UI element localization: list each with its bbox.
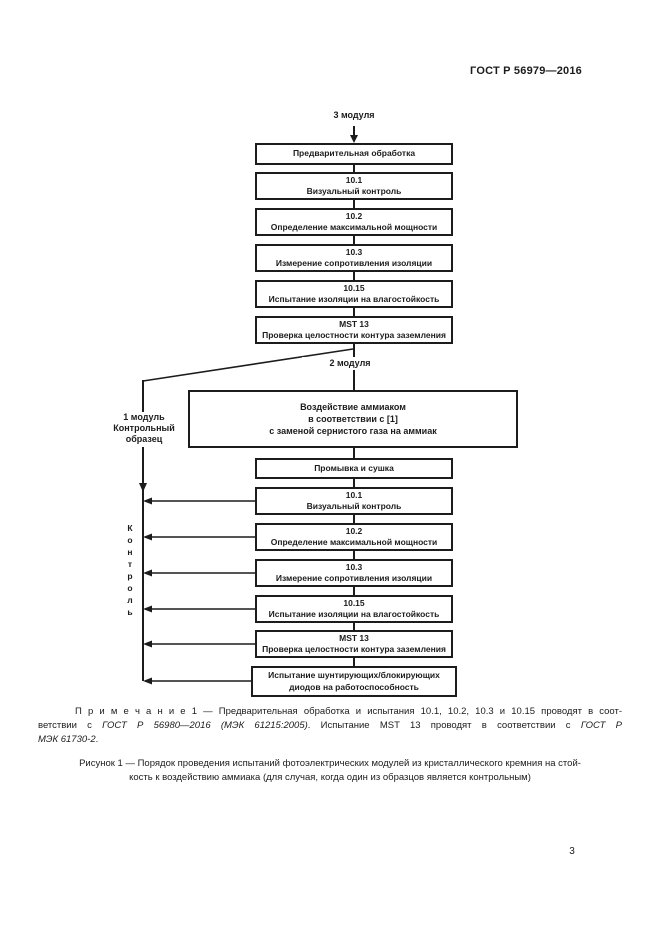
step2-10-15-wet-leakage: 10.15 Испытание изоляции на влагостойкос… (255, 595, 453, 623)
step-code: 10.1 (345, 174, 363, 185)
exposure-line3: с заменой сернистого газа на аммиак (269, 426, 437, 436)
label-three-modules: 3 модуля (300, 110, 408, 121)
left-arrowhead (143, 640, 152, 648)
left-arrowhead (143, 605, 152, 613)
label-control-vertical: К о н т р о л ь (123, 522, 137, 618)
label-control-sample-line3: образец (125, 434, 163, 444)
note-ref-iec-61730: МЭК 61730-2 (38, 734, 96, 745)
ammonia-exposure-box: Воздействие аммиаком в соответствии с [1… (188, 390, 518, 448)
step-code: 10.15 (343, 282, 365, 293)
label-two-modules: 2 модуля (302, 357, 398, 370)
step2-mst13-ground-continuity: MST 13 Проверка целостности контура зазе… (255, 630, 453, 658)
note-line2: ветствии с ГОСТ Р 56980—2016 (МЭК 61215:… (38, 719, 622, 733)
step-label2: диодов на работоспособность (289, 681, 419, 692)
step-code: MST 13 (339, 318, 369, 329)
step-label: Предварительная обработка (292, 148, 416, 159)
step2-10-1-visual-control: 10.1 Визуальный контроль (255, 487, 453, 515)
step-code: MST 13 (339, 632, 369, 643)
step-label: Визуальный контроль (306, 186, 402, 196)
figure-caption-line2: кость к воздействию аммиака (для случая,… (129, 772, 531, 783)
connector-lines (142, 126, 355, 682)
exposure-line2: в соответствии с [1] (308, 414, 398, 424)
step-label: Измерение сопротивления изоляции (275, 258, 433, 268)
step-label: Испытание шунтирующих/блокирующих (268, 670, 440, 680)
note-line3: МЭК 61730-2. (38, 733, 622, 747)
step-code: 10.3 (345, 561, 363, 572)
note-text: . (95, 734, 99, 745)
down-arrowhead (139, 483, 147, 492)
page-number: 3 (569, 846, 575, 857)
note-line1: П р и м е ч а н и е 1 — Предварительная … (38, 705, 622, 719)
step-code: 10.1 (345, 489, 363, 500)
left-arrowhead (143, 677, 152, 685)
label-control-sample-line2: Контрольный (113, 423, 175, 433)
step-code: 10.3 (345, 246, 363, 257)
step-label: Визуальный контроль (306, 501, 402, 511)
step1-10-3-insulation-resistance: 10.3 Измерение сопротивления изоляции (255, 244, 453, 272)
step1-mst13-ground-continuity: MST 13 Проверка целостности контура зазе… (255, 316, 453, 344)
step2-wash-and-dry: Промывка и сушка (255, 458, 453, 479)
step-code: 10.15 (343, 597, 365, 608)
step1-10-15-wet-leakage: 10.15 Испытание изоляции на влагостойкос… (255, 280, 453, 308)
step2-10-3-insulation-resistance: 10.3 Измерение сопротивления изоляции (255, 559, 453, 587)
down-arrowhead (350, 135, 358, 143)
left-arrowhead (143, 533, 152, 541)
note-text: ветствии с (38, 720, 103, 731)
note-ref-gost-r: ГОСТ Р (580, 720, 622, 731)
step-label: Промывка и сушка (314, 462, 394, 473)
step-label: Измерение сопротивления изоляции (275, 573, 433, 583)
figure-caption: Рисунок 1 — Порядок проведения испытаний… (38, 757, 622, 785)
note-paragraph: П р и м е ч а н и е 1 — Предварительная … (38, 705, 622, 747)
note-text: . Испытание MST 13 проводят в соответств… (307, 720, 581, 731)
left-arrowhead (143, 497, 152, 505)
step-label: Определение максимальной мощности (270, 537, 438, 547)
note-ref-gost-56980: ГОСТ Р 56980—2016 (МЭК 61215:2005) (102, 720, 308, 731)
step2-bypass-diode-test: Испытание шунтирующих/блокирующих диодов… (251, 666, 457, 697)
step1-pretreatment: Предварительная обработка (255, 143, 453, 165)
step-label: Проверка целостности контура заземления (262, 330, 446, 340)
step-label: Определение максимальной мощности (270, 222, 438, 232)
step1-10-2-max-power: 10.2 Определение максимальной мощности (255, 208, 453, 236)
label-control-sample-line1: 1 модуль (123, 412, 165, 422)
standard-number-header: ГОСТ Р 56979—2016 (470, 65, 582, 77)
label-control-sample: 1 модуль Контрольный образец (100, 412, 188, 445)
exposure-line1: Воздействие аммиаком (300, 402, 406, 412)
step-label: Проверка целостности контура заземления (262, 644, 446, 654)
left-arrowhead (143, 569, 152, 577)
step-code: 10.2 (345, 210, 363, 221)
step-code: 10.2 (345, 525, 363, 536)
step1-10-1-visual-control: 10.1 Визуальный контроль (255, 172, 453, 200)
step2-10-2-max-power: 10.2 Определение максимальной мощности (255, 523, 453, 551)
step-label: Испытание изоляции на влагостойкость (268, 609, 440, 619)
figure-caption-line1: Рисунок 1 — Порядок проведения испытаний… (79, 758, 581, 769)
note-text: П р и м е ч а н и е 1 — Предварительная … (75, 706, 622, 717)
arrowheads (139, 135, 358, 685)
step-label: Испытание изоляции на влагостойкость (268, 294, 440, 304)
